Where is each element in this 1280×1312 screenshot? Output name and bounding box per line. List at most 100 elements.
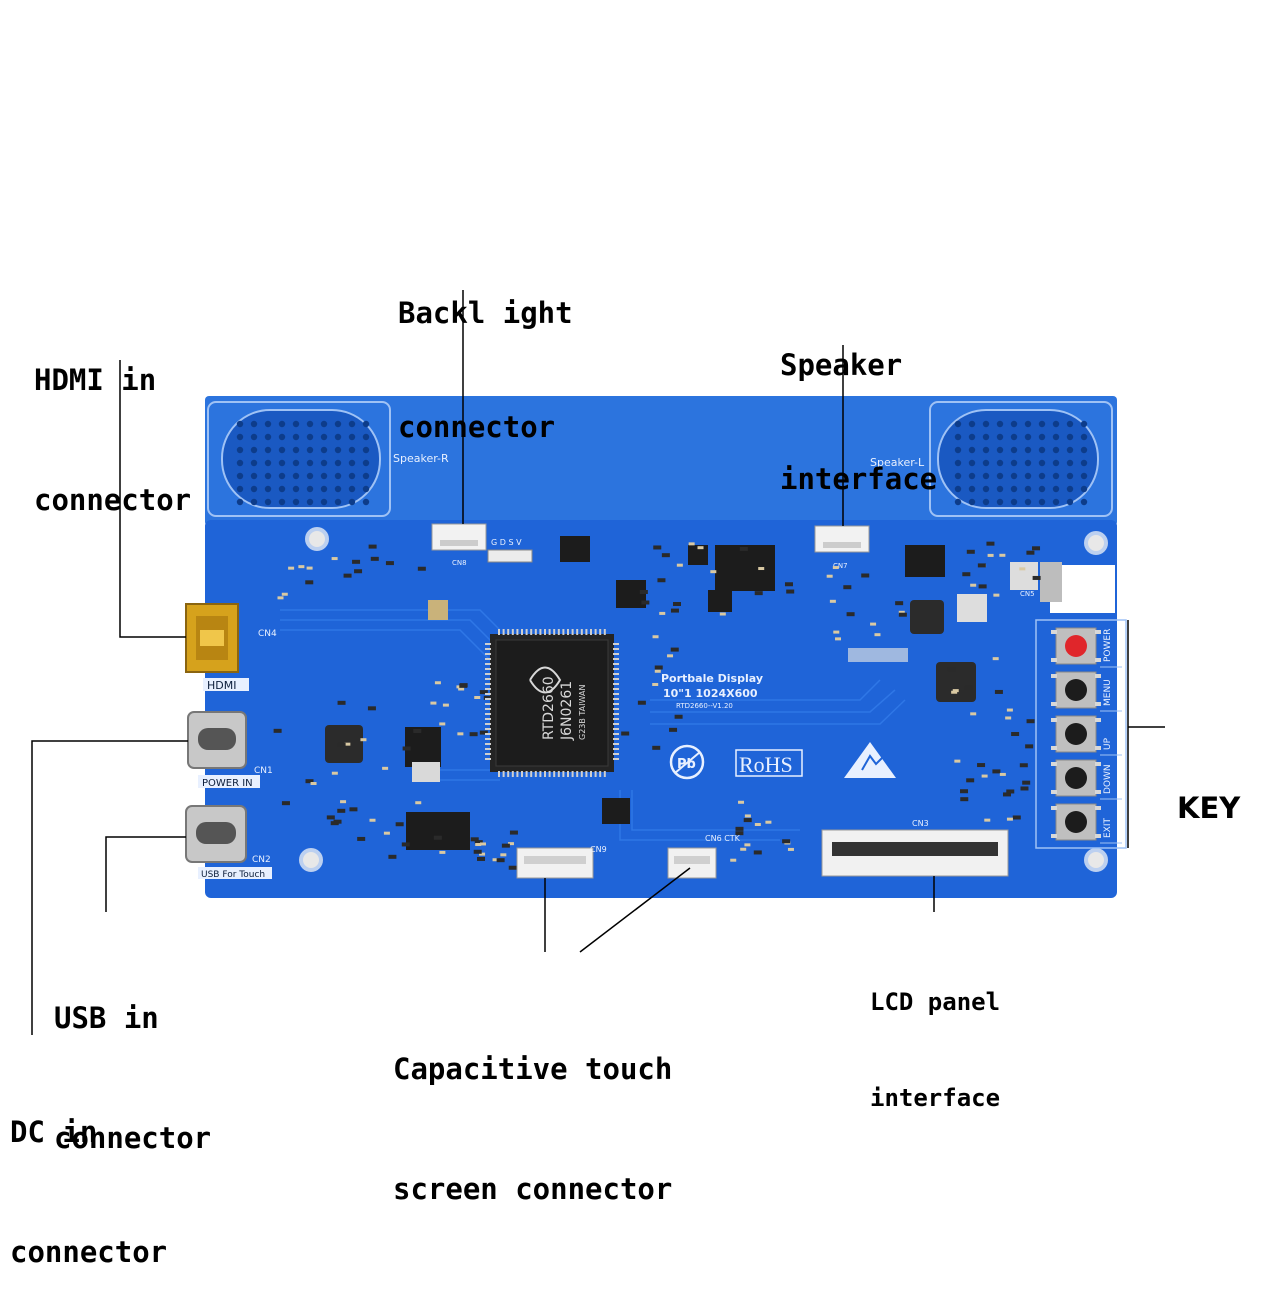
grill-hole xyxy=(264,433,272,441)
grill-hole xyxy=(292,472,300,480)
key-exit-button[interactable]: EXIT xyxy=(1051,803,1113,841)
grill-hole xyxy=(982,420,990,428)
grill-hole xyxy=(236,433,244,441)
key-column: POWER MENU UP DOWN EXIT xyxy=(1035,619,1127,849)
grill-hole xyxy=(306,485,314,493)
grill-hole xyxy=(362,420,370,428)
product-spec: 10"1 1024X600 xyxy=(663,687,758,700)
grill-hole xyxy=(1052,498,1060,506)
grill-hole xyxy=(1024,498,1032,506)
grill-hole xyxy=(968,472,976,480)
power-in-connector xyxy=(187,711,247,769)
grill-hole xyxy=(1010,420,1018,428)
cn9-refdes: CN9 xyxy=(590,845,607,854)
grill-hole xyxy=(1024,420,1032,428)
grill-hole xyxy=(968,433,976,441)
grill-hole xyxy=(320,498,328,506)
grill-hole xyxy=(1010,498,1018,506)
grill-hole xyxy=(292,498,300,506)
grill-hole xyxy=(996,472,1004,480)
grill-hole xyxy=(954,485,962,493)
grill-hole xyxy=(278,459,286,467)
grill-hole xyxy=(1038,498,1046,506)
dc-in-callout: DC in connector xyxy=(10,1115,168,1269)
grill-hole xyxy=(348,459,356,467)
grill-hole xyxy=(954,446,962,454)
grill-hole xyxy=(278,485,286,493)
grill-hole xyxy=(264,446,272,454)
grill-hole xyxy=(1010,459,1018,467)
grill-hole xyxy=(996,433,1004,441)
grill-hole xyxy=(1052,446,1060,454)
product-name: Portbale Display xyxy=(661,672,763,685)
svg-text:Pb: Pb xyxy=(677,757,696,772)
grill-hole xyxy=(250,472,258,480)
grill-hole xyxy=(250,459,258,467)
grill-hole xyxy=(362,472,370,480)
grill-hole xyxy=(1010,472,1018,480)
usb-touch-port-label: USB For Touch xyxy=(201,870,265,880)
grill-hole xyxy=(334,485,342,493)
chip-origin-text: G23B TAIWAN xyxy=(578,685,587,740)
esd-warning-mark xyxy=(844,742,896,778)
grill-hole xyxy=(1010,433,1018,441)
key-up-button[interactable]: UP xyxy=(1051,715,1113,753)
key-down-label: DOWN xyxy=(1103,764,1113,794)
grill-hole xyxy=(334,472,342,480)
grill-hole xyxy=(306,446,314,454)
usb-in-callout: USB in connector xyxy=(54,1001,212,1155)
grill-hole xyxy=(292,433,300,441)
power-in-port-label: POWER IN xyxy=(202,778,253,789)
product-version: RTD2660--V1.20 xyxy=(676,702,733,710)
grill-hole xyxy=(1066,485,1074,493)
key-power-label: POWER xyxy=(1103,629,1113,662)
grill-hole xyxy=(996,485,1004,493)
grill-hole xyxy=(968,420,976,428)
grill-hole xyxy=(320,472,328,480)
grill-hole xyxy=(334,498,342,506)
rtd2660-chip: RTD2660 J6N0261 G23B TAIWAN xyxy=(485,629,619,777)
grill-hole xyxy=(250,498,258,506)
lcd-panel-callout: LCD panel interface xyxy=(870,988,1001,1112)
cn1-refdes: CN1 xyxy=(254,766,273,776)
grill-hole xyxy=(1010,446,1018,454)
grill-hole xyxy=(982,485,990,493)
key-menu-button[interactable]: MENU xyxy=(1051,671,1113,709)
grill-hole xyxy=(1066,472,1074,480)
grill-hole xyxy=(968,485,976,493)
grill-hole xyxy=(1010,485,1018,493)
grill-hole xyxy=(320,446,328,454)
grill-hole xyxy=(1038,485,1046,493)
grill-hole xyxy=(278,446,286,454)
grill-hole xyxy=(278,433,286,441)
grill-hole xyxy=(334,433,342,441)
grill-hole xyxy=(996,498,1004,506)
grill-hole xyxy=(982,472,990,480)
grill-hole xyxy=(954,472,962,480)
grill-hole xyxy=(320,459,328,467)
speaker-left-label: Speaker-R xyxy=(393,452,449,465)
grill-hole xyxy=(320,485,328,493)
grill-hole xyxy=(348,472,356,480)
grill-hole xyxy=(236,446,244,454)
backlight-header xyxy=(431,523,487,551)
leader-lines xyxy=(31,290,1165,1035)
grill-hole xyxy=(320,433,328,441)
grill-hole xyxy=(362,459,370,467)
key-down-button[interactable]: DOWN xyxy=(1051,759,1113,797)
grill-hole xyxy=(968,446,976,454)
grill-hole xyxy=(1038,420,1046,428)
grill-hole xyxy=(1052,420,1060,428)
chip-lot-text: J6N0261 xyxy=(559,681,575,741)
capacitive-touch-callout: Capacitive touch screen connector xyxy=(393,1052,673,1206)
grill-hole xyxy=(1038,433,1046,441)
cn4-refdes: CN4 xyxy=(258,629,277,639)
key-exit-label: EXIT xyxy=(1103,817,1113,838)
speaker-header xyxy=(814,525,870,553)
hdmi-port-label: HDMI xyxy=(207,679,236,692)
key-power-button[interactable]: POWER xyxy=(1051,627,1113,665)
speaker-grill-left xyxy=(207,401,391,517)
grill-hole xyxy=(278,498,286,506)
grill-hole xyxy=(1024,485,1032,493)
hdmi-leader xyxy=(119,360,186,638)
